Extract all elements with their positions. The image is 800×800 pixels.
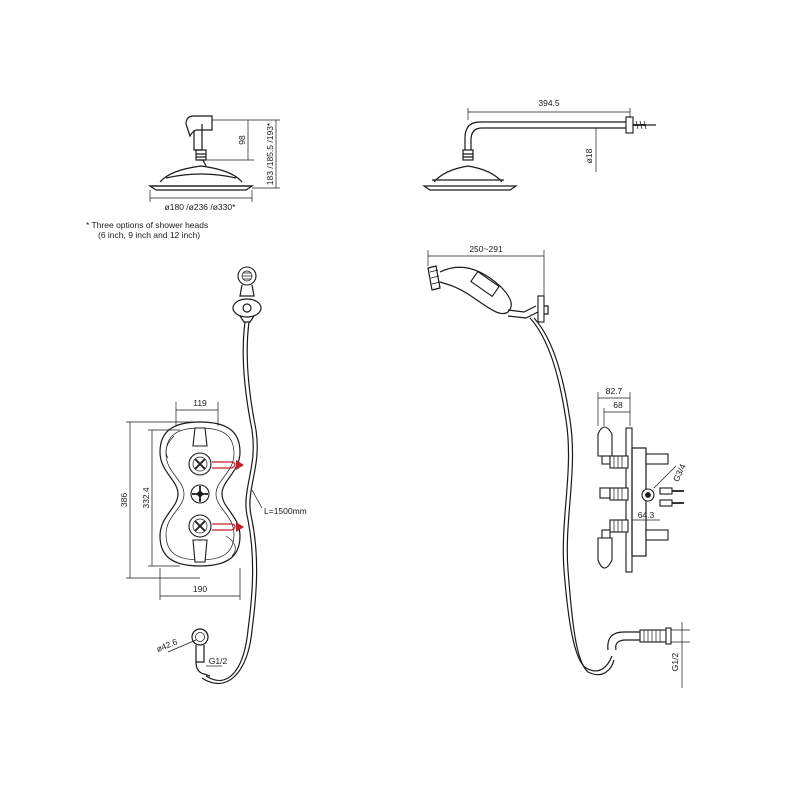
shower-arm-top <box>464 121 628 150</box>
dim-label-rose-diameter: ø180 /ø236 /ø330* <box>165 202 237 212</box>
side-outlet-flange <box>665 627 672 645</box>
side-inlet-bottom <box>659 499 673 507</box>
dim-label-rose-total: 183 /185.5 /193* <box>265 122 275 185</box>
side-holder-plate <box>537 295 545 323</box>
side-handset-label <box>470 270 500 298</box>
dim-label-inlet-thread: G3/4 <box>671 462 688 483</box>
outlet-flange <box>191 628 209 646</box>
dim-label-valve-depth-total: 82.7 <box>606 386 623 396</box>
side-rose-face <box>422 185 518 191</box>
shower-arm-bottom <box>470 127 628 150</box>
dim-label-handset-reach: 250~291 <box>469 244 503 254</box>
top-lever-handle <box>192 427 208 447</box>
side-bottom-spindle <box>609 519 629 533</box>
wall-outlet-side-view: G1/2 <box>607 622 690 688</box>
dim-inlet-thread-leader <box>653 465 677 489</box>
side-top-lever <box>597 426 613 457</box>
top-lever-red-arrow <box>212 461 236 469</box>
dim-label-valve-outer-height: 386 <box>119 493 129 507</box>
rose-dome <box>159 165 243 183</box>
side-handset-body <box>439 266 512 315</box>
dim-label-valve-depth-body: 68 <box>613 400 623 410</box>
rose-side-view: 394.5 ø18 <box>422 98 656 191</box>
side-inlet-top <box>659 487 673 495</box>
note-line-2: (6 inch, 9 inch and 12 inch) <box>98 230 200 240</box>
side-outlet-elbow-top <box>607 631 640 651</box>
rose-swivel <box>195 149 207 161</box>
side-rose-dome <box>433 165 503 183</box>
dim-label-arm-diameter: ø18 <box>584 148 594 163</box>
note-line-1: * Three options of shower heads <box>86 220 208 230</box>
side-valve-top-nut <box>645 453 669 465</box>
dim-label-rose-drop: 98 <box>237 135 247 145</box>
dim-label-side-outlet-thread: G1/2 <box>670 653 680 672</box>
handset-side-view: 250~291 <box>427 244 615 676</box>
dim-label-valve-bottom-width: 190 <box>193 584 207 594</box>
dim-label-valve-top-width: 119 <box>193 398 207 408</box>
rose-front-view: 98 183 /185.5 /193* ø180 /ø236 /ø330* * … <box>86 115 280 240</box>
handset-front-view <box>201 266 262 684</box>
valve-side-view: 82.7 68 G3/4 64.3 <box>597 386 688 573</box>
arm-wall-flange <box>625 116 634 134</box>
wall-outlet-front-view: ø42.6 G1/2 <box>155 628 228 677</box>
rose-wall-plate <box>185 115 213 138</box>
side-bottom-lever <box>597 537 613 569</box>
bottom-lever-red-arrow <box>212 523 236 531</box>
side-handset-head <box>427 265 441 291</box>
side-diverter-knob <box>599 487 611 499</box>
dim-label-arm-length: 394.5 <box>538 98 560 108</box>
dim-label-valve-inner-height: 332.4 <box>141 487 151 509</box>
arm-thread <box>635 120 647 130</box>
rose-arm-drop <box>193 124 203 151</box>
handset-neck <box>239 284 255 297</box>
dim-label-valve-depth-inlet: 64.3 <box>638 510 655 520</box>
outlet-elbow <box>195 645 205 663</box>
side-diverter-spindle <box>609 487 629 501</box>
valve-front-view: 119 386 332.4 190 L=1500mm <box>119 398 307 600</box>
rose-face <box>148 185 254 191</box>
hose-length-leader <box>251 489 263 509</box>
side-top-spindle <box>609 455 629 469</box>
side-hose <box>529 317 613 672</box>
dim-label-outlet-thread: G1/2 <box>209 656 228 666</box>
dim-outlet-diameter <box>167 639 197 653</box>
side-valve-bottom-nut <box>645 529 669 541</box>
bottom-lever-handle <box>192 539 208 563</box>
dim-label-hose-length: L=1500mm <box>264 506 307 516</box>
dim-label-outlet-diameter: ø42.6 <box>155 636 179 654</box>
side-outlet-elbow-bottom <box>615 639 640 651</box>
arm-swivel <box>462 149 474 161</box>
handset-holder <box>232 298 262 318</box>
hose <box>205 321 254 682</box>
side-valve-body <box>631 447 647 557</box>
